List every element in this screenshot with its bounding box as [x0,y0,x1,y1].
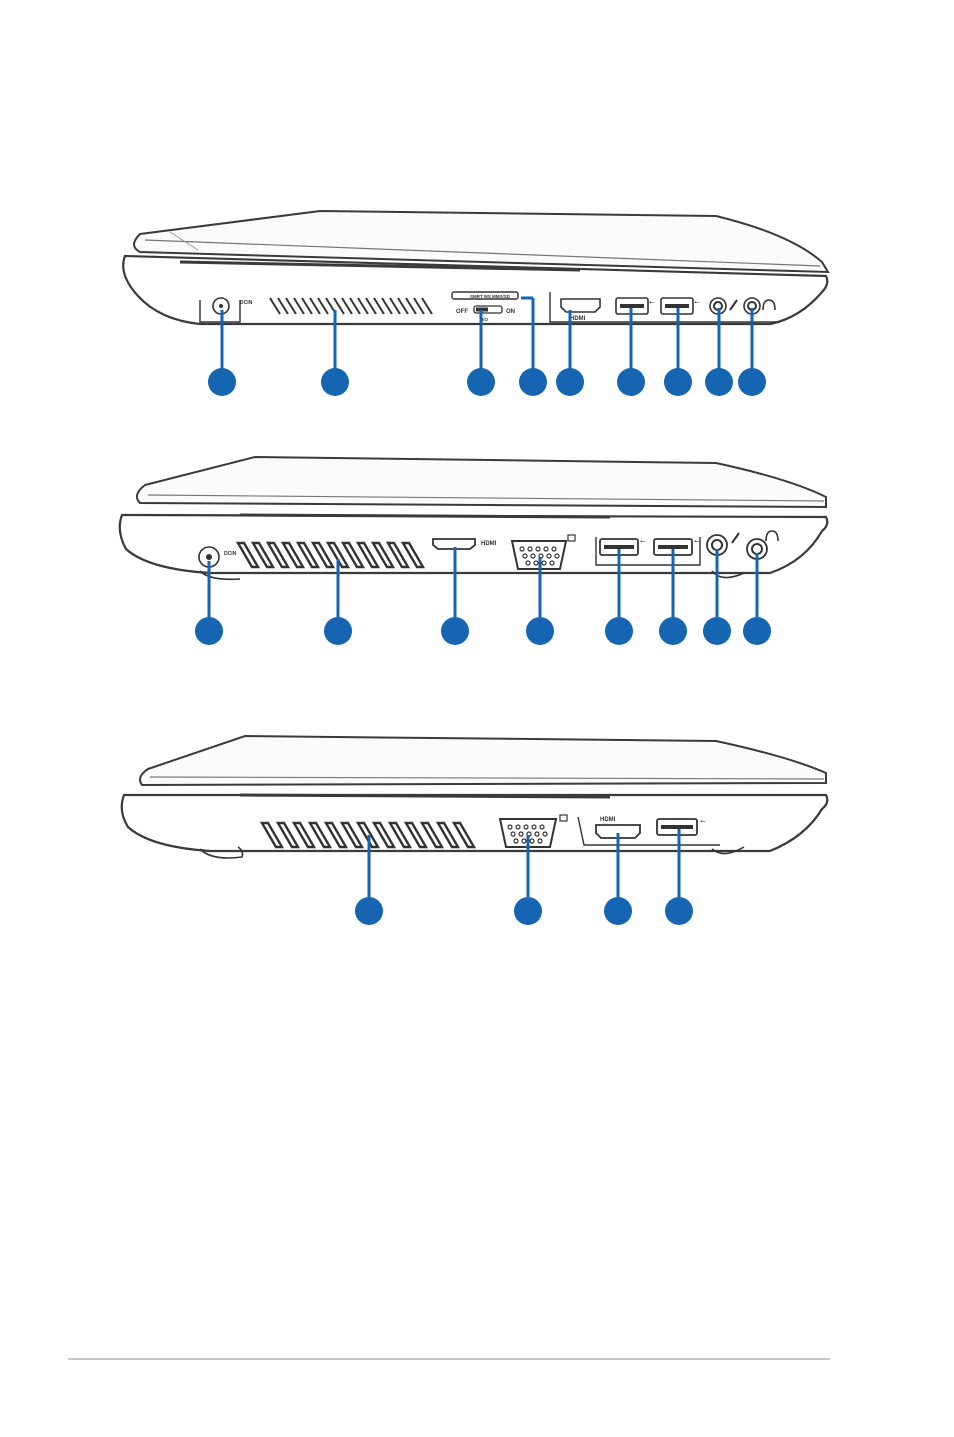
usb-port-2-tongue [658,545,688,549]
callout-dot-2 [324,617,352,645]
usb-port-1-tongue [620,304,644,308]
callout-dot-3 [467,368,495,396]
callout-dot-4 [519,368,547,396]
callout-dots [195,617,771,645]
callout-dot-8 [743,617,771,645]
hdmi-port[interactable] [561,299,600,312]
footer-rule [68,1358,830,1360]
usb-icon: ⭠ [649,299,655,306]
usb-icon: ⭠ [700,818,706,825]
usb-port-2-tongue [665,304,689,308]
callout-dots [355,897,693,925]
left-side-view-b: DCIN HDMI ⭠ ⭠ [0,445,954,650]
callout-dot-5 [556,368,584,396]
dc-label: DCIN [240,300,253,306]
hdmi-label: HDMI [481,541,497,547]
callout-dot-9 [738,368,766,396]
callout-dot-3 [604,897,632,925]
usb-icon: ⭠ [694,299,700,306]
hinge-line [240,515,610,517]
callout-dot-5 [605,617,633,645]
callout-dot-2 [321,368,349,396]
callout-dot-7 [664,368,692,396]
callout-dot-4 [665,897,693,925]
callout-dot-3 [441,617,469,645]
callout-dot-6 [617,368,645,396]
dc-pin [219,304,223,308]
hdmi-label: HDMI [600,817,616,823]
callout-dot-1 [195,617,223,645]
callout-dots [208,368,766,396]
switch-on-label: ON [506,309,515,315]
card-slot-label: SMRT MS MMS/SD [470,294,511,299]
left-side-view-c: HDMI ⭠ [0,725,954,930]
callout-dot-2 [514,897,542,925]
callout-dot-7 [703,617,731,645]
switch-icon-text: I/O [482,317,489,322]
dc-pin [206,554,212,560]
hdmi-label: HDMI [570,316,586,322]
callout-dot-1 [355,897,383,925]
hinge-line [240,795,610,797]
callout-dot-1 [208,368,236,396]
usb-port-1-tongue [604,545,634,549]
usb-port-1-tongue [661,825,693,829]
laptop-side-illustration-c: HDMI ⭠ [0,725,954,930]
laptop-side-illustration-a: DCIN SMRT MS MMS/SD OFF ON I/O HDMI ⭠ ⭠ [0,200,954,400]
callout-dot-4 [526,617,554,645]
base-outline [122,795,828,851]
laptop-side-illustration-b: DCIN HDMI ⭠ ⭠ [0,445,954,650]
lid-outline [137,457,826,507]
callout-dot-8 [705,368,733,396]
usb-icon: ⭠ [694,538,700,545]
dc-label: DCIN [224,551,237,557]
usb-icon: ⭠ [640,538,646,545]
callout-dot-6 [659,617,687,645]
switch-off-label: OFF [456,309,468,315]
air-vent [268,295,436,317]
left-side-view-a: DCIN SMRT MS MMS/SD OFF ON I/O HDMI ⭠ ⭠ [0,200,954,400]
headphone-inner [752,544,762,554]
mic-inner [712,540,722,550]
